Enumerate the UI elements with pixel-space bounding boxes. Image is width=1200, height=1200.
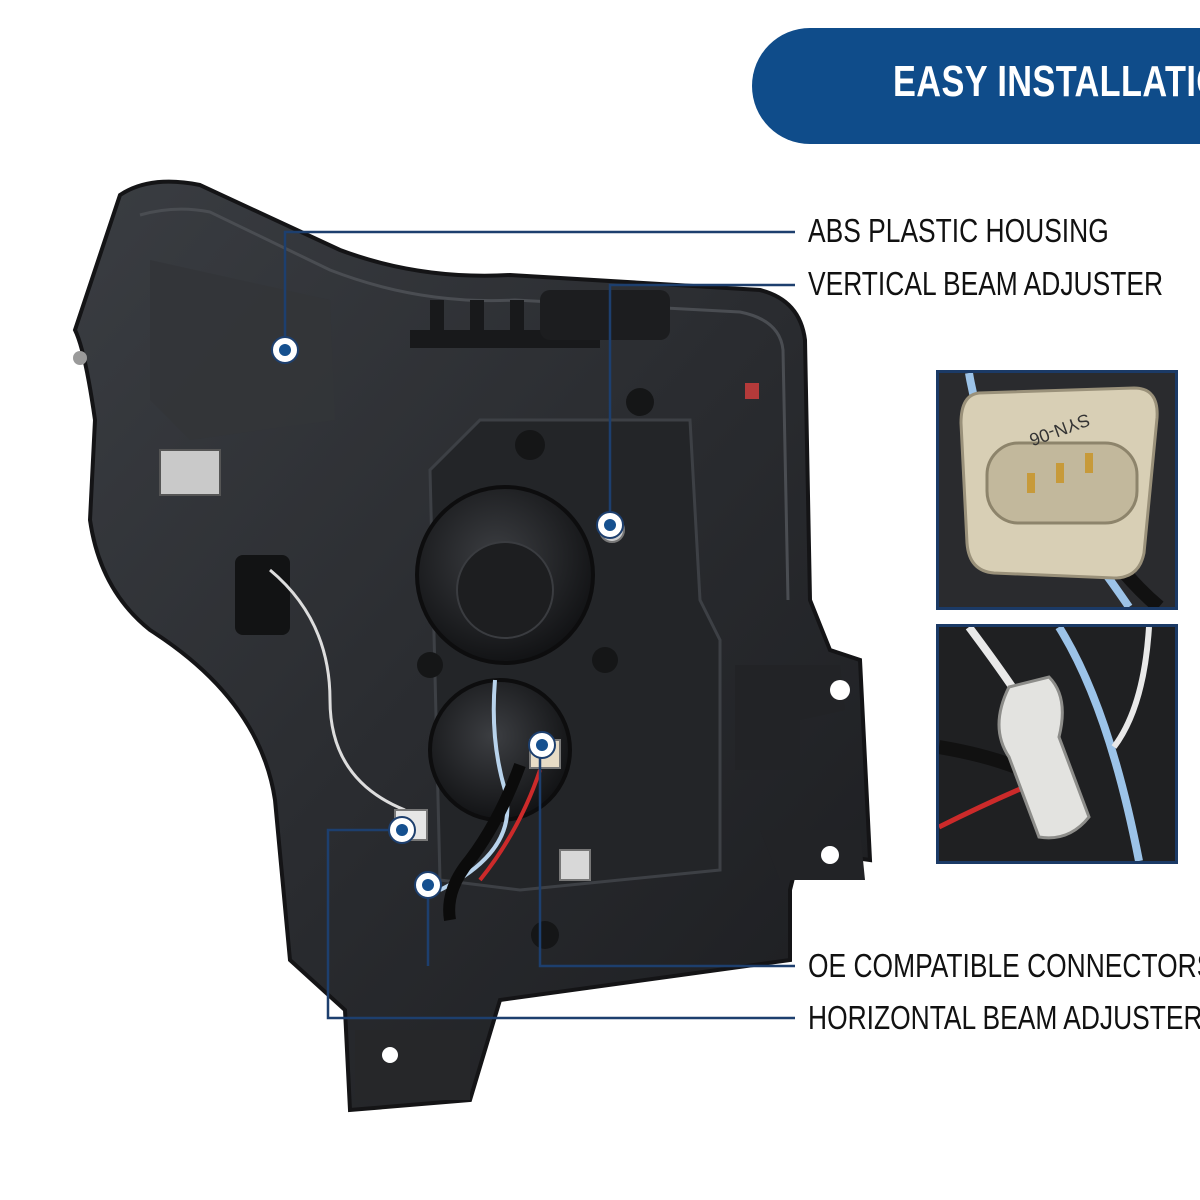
vertical-beam-adjuster-label: VERTICAL BEAM ADJUSTER: [808, 265, 1164, 302]
horizontal-beam-adjuster-label: HORIZONTAL BEAM ADJUSTER: [808, 999, 1200, 1036]
abs-plastic-housing-label: ABS PLASTIC HOUSING: [808, 212, 1109, 249]
bulb-socket-closeup-inset-bottom: [936, 624, 1178, 864]
horizontal-adjuster-marker: [388, 816, 416, 844]
connectors-callout-line-a: [538, 745, 795, 968]
horizontal-adjuster-callout-line: [326, 828, 795, 1020]
housing-callout-line: [283, 230, 795, 350]
vertical-adjuster-callout-line: [608, 283, 795, 525]
banner-title: EASY INSTALLATION: [893, 57, 1200, 106]
connector-marker-left: [414, 871, 442, 899]
oe-compatible-connectors-label: OE COMPATIBLE CONNECTORS: [808, 947, 1200, 984]
vertical-adjuster-marker: [596, 511, 624, 539]
connector-marker-right: [528, 731, 556, 759]
easy-installation-banner: [752, 28, 1200, 144]
bulb-socket: [997, 675, 1091, 840]
housing-marker: [271, 336, 299, 364]
callout-markers: [271, 336, 624, 899]
connector-closeup-inset-top: SYN-06: [936, 370, 1178, 610]
